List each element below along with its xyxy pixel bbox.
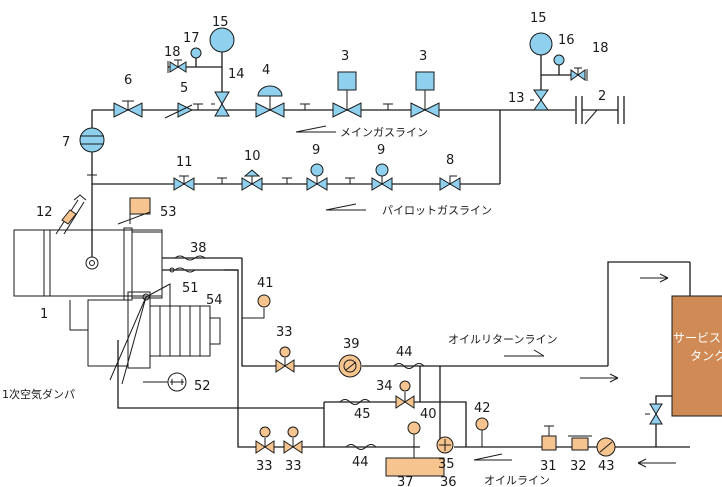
label-32: 32 xyxy=(570,459,587,474)
label-10: 10 xyxy=(244,149,261,164)
label-14: 14 xyxy=(228,67,245,82)
oil-strainer-31 xyxy=(541,425,557,451)
label-36: 36 xyxy=(440,475,457,487)
reference-numbers: 15 17 18 14 4 3 3 15 16 18 6 5 13 2 7 11… xyxy=(36,11,615,487)
label-8: 8 xyxy=(446,153,454,168)
label-39: 39 xyxy=(343,337,360,352)
label-31: 31 xyxy=(540,459,557,474)
oil-return-line xyxy=(241,258,690,369)
line-labels: メインガスライン パイロットガスライン オイルリターンライン オイルライン 1次… xyxy=(2,126,722,487)
timer-52 xyxy=(143,372,187,392)
label-42: 42 xyxy=(474,401,491,416)
label-54: 54 xyxy=(206,293,223,308)
label-44a: 44 xyxy=(396,345,413,360)
main-gas-line-label: メインガスライン xyxy=(340,126,428,139)
label-52: 52 xyxy=(194,379,211,394)
air-damper-linkage xyxy=(109,283,171,385)
label-51: 51 xyxy=(182,281,199,296)
oil-line-label: オイルライン xyxy=(484,474,550,487)
pilot-valve-8 xyxy=(439,175,461,191)
oil-pump-35 xyxy=(436,436,454,454)
label-3a: 3 xyxy=(341,49,349,64)
gas-governor-7 xyxy=(79,127,105,175)
label-9b: 9 xyxy=(377,143,385,158)
label-16: 16 xyxy=(558,33,575,48)
label-4: 4 xyxy=(262,63,270,78)
primary-air-damper-label: 1次空気ダンパ xyxy=(2,387,75,401)
tank-valve xyxy=(645,403,663,425)
label-15-left: 15 xyxy=(212,15,229,30)
strainer-5 xyxy=(164,102,194,119)
service-tank-label-2: タンク xyxy=(690,349,722,363)
oil-flow-meter-43 xyxy=(596,437,616,457)
pilot-gas-line-label: パイロットガスライン xyxy=(382,204,492,217)
label-12: 12 xyxy=(36,205,53,220)
pressure-gauge-41 xyxy=(242,294,271,319)
solenoid-valve-3a xyxy=(332,71,362,118)
pressure-gauge-42 xyxy=(475,417,489,447)
label-45: 45 xyxy=(354,407,371,422)
pressure-gauge-40 xyxy=(407,421,421,447)
label-33c: 33 xyxy=(285,459,302,474)
oil-pump-39 xyxy=(338,354,362,378)
solenoid-valve-3b xyxy=(410,71,440,118)
pilot-governor-10 xyxy=(241,169,263,191)
label-9a: 9 xyxy=(312,143,320,158)
bypass-line xyxy=(323,366,467,447)
service-tank xyxy=(655,262,722,447)
label-33a: 33 xyxy=(276,325,293,340)
label-44b: 44 xyxy=(352,455,369,470)
label-18-left: 18 xyxy=(164,45,181,60)
blower-motor-54 xyxy=(69,291,221,369)
flange-connection xyxy=(575,96,625,125)
label-13: 13 xyxy=(508,91,525,106)
label-37: 37 xyxy=(397,475,414,487)
label-6: 6 xyxy=(124,73,132,88)
label-34: 34 xyxy=(376,379,393,394)
pilot-valve-11 xyxy=(173,175,195,191)
label-1: 1 xyxy=(40,307,48,322)
valve-14-assembly xyxy=(167,27,235,117)
oil-valve-33c xyxy=(283,426,303,454)
label-53: 53 xyxy=(160,205,177,220)
service-tank-label-1: サービス xyxy=(673,331,721,345)
label-18-right: 18 xyxy=(592,41,609,56)
label-35: 35 xyxy=(438,457,455,472)
label-40: 40 xyxy=(420,407,437,422)
label-17: 17 xyxy=(183,31,200,46)
oil-valve-33a xyxy=(275,346,295,373)
pilot-solenoid-9b xyxy=(371,163,393,191)
label-5: 5 xyxy=(180,81,188,96)
label-15-right: 15 xyxy=(530,11,547,26)
gas-valve-6 xyxy=(113,100,143,118)
pilot-gas-line xyxy=(87,110,501,185)
gas-valve-4 xyxy=(255,85,285,118)
igniter-12 xyxy=(55,194,87,235)
pilot-solenoid-9a xyxy=(306,163,328,191)
oil-heater-37 xyxy=(385,447,445,477)
relief-valve-34 xyxy=(395,380,415,409)
flow-arrows xyxy=(295,125,676,468)
label-41: 41 xyxy=(257,276,274,291)
oil-valve-33b xyxy=(255,426,275,454)
oil-filter-32 xyxy=(568,435,592,451)
label-38: 38 xyxy=(190,241,207,256)
pressure-switch-assembly-right xyxy=(529,32,588,111)
label-33b: 33 xyxy=(256,459,273,474)
label-43: 43 xyxy=(598,459,615,474)
label-3b: 3 xyxy=(419,49,427,64)
oil-return-line-label: オイルリターンライン xyxy=(448,333,557,346)
label-7: 7 xyxy=(62,135,70,150)
flame-detector-53 xyxy=(117,197,151,225)
label-2: 2 xyxy=(598,89,606,104)
label-11: 11 xyxy=(176,155,193,170)
